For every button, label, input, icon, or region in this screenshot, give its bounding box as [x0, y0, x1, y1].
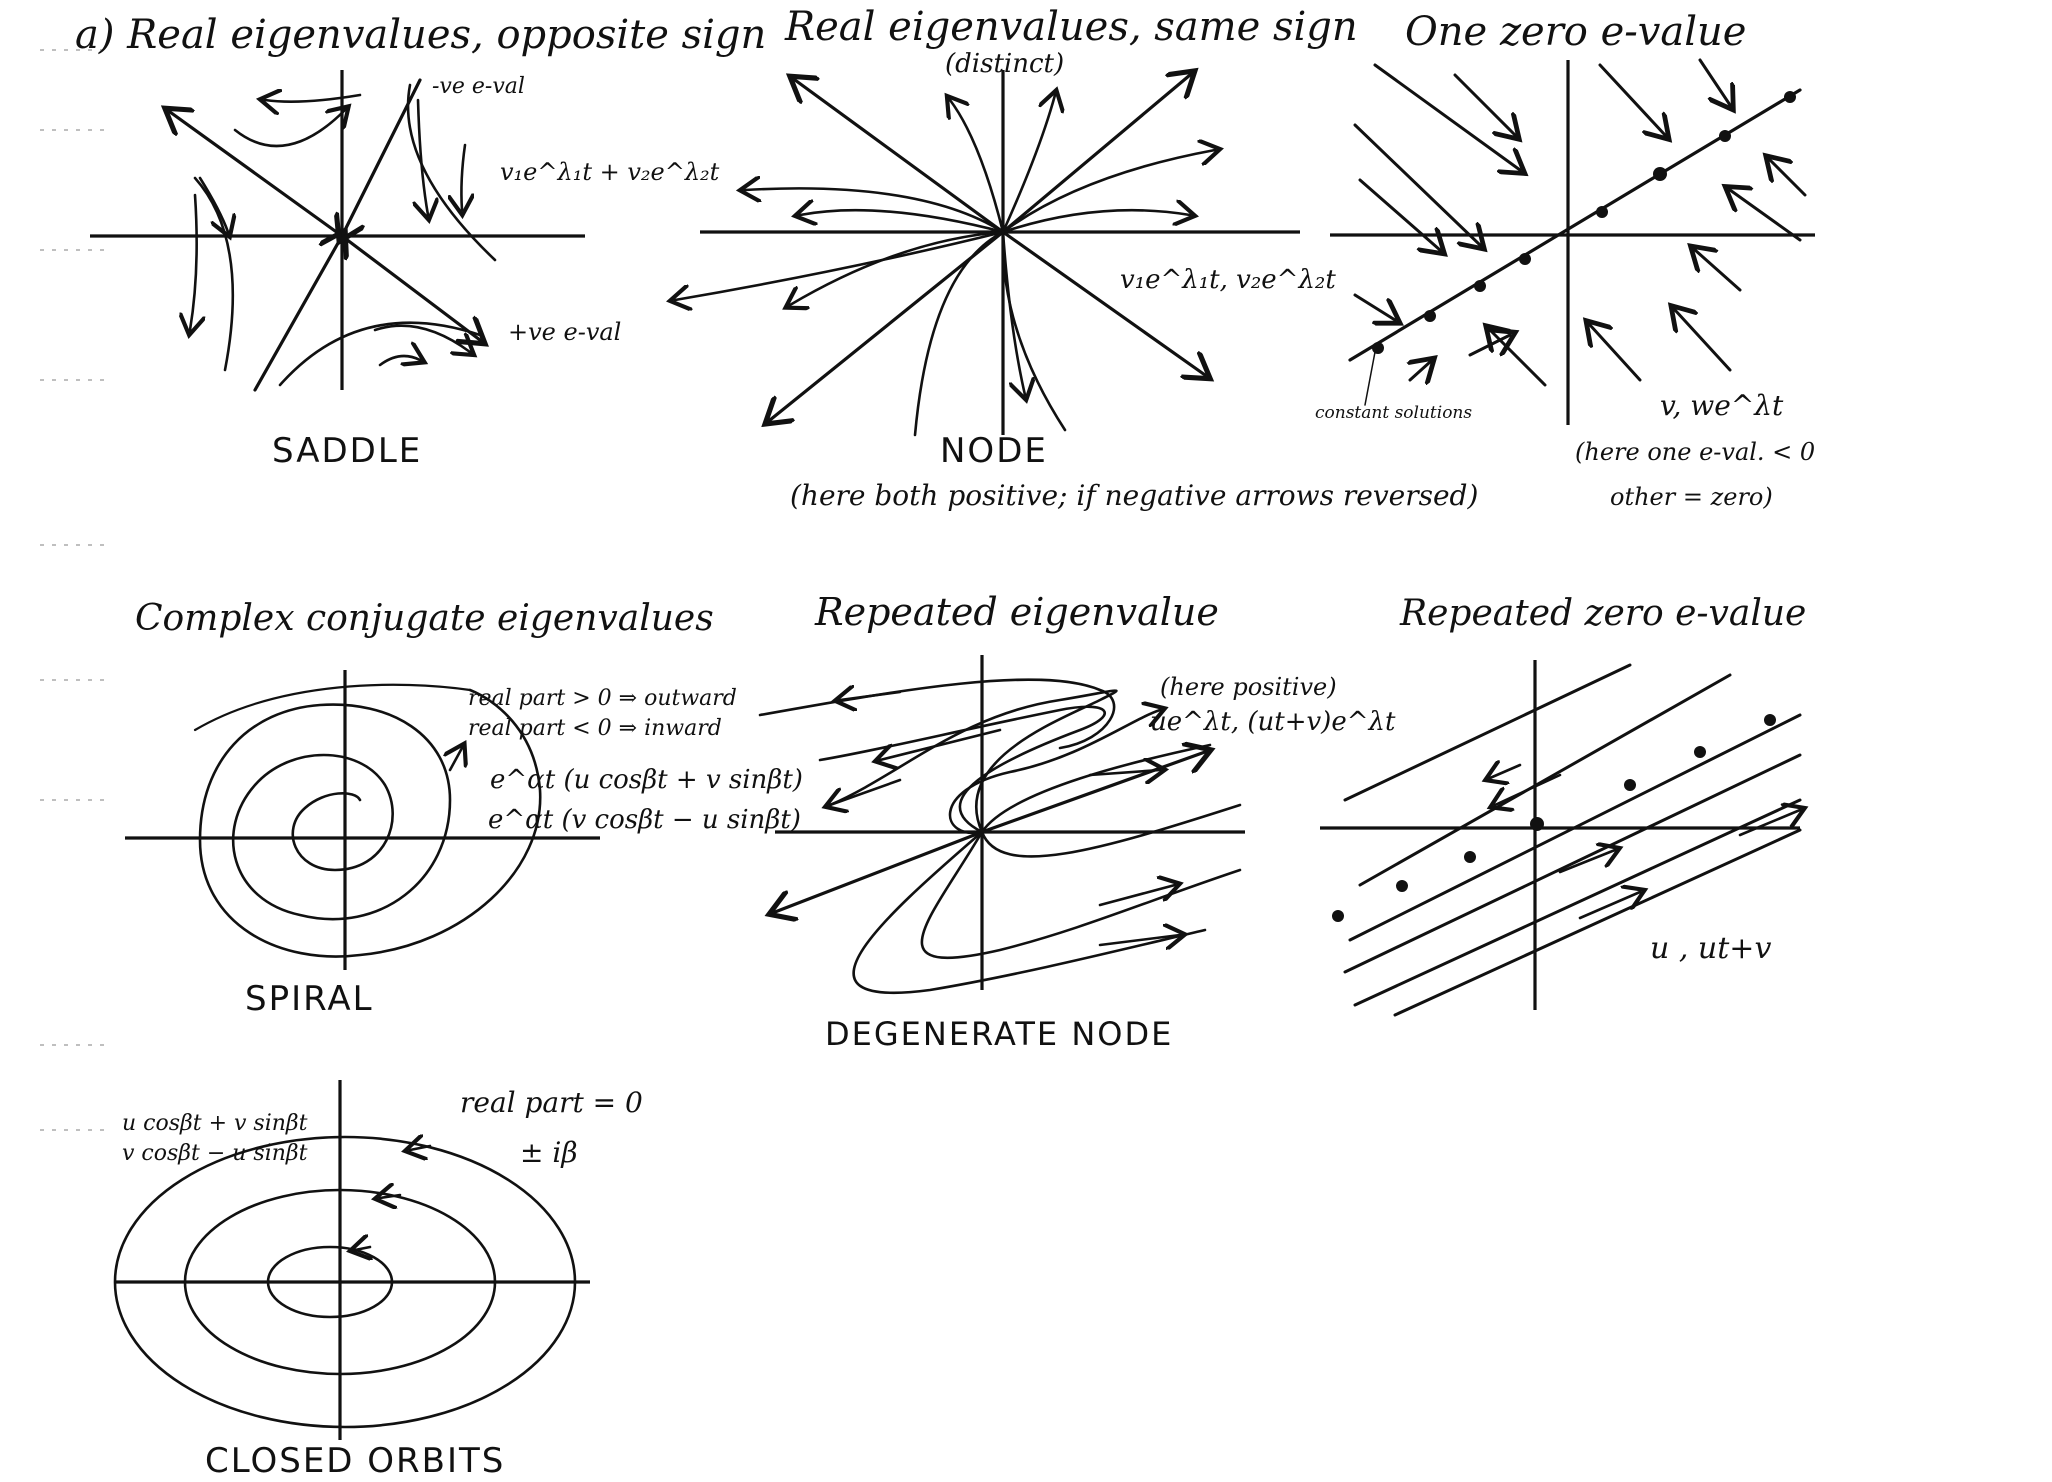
zero-note-2: other = zero)	[1610, 483, 1773, 511]
node-formula: v₁e^λ₁t, v₂e^λ₂t	[1120, 265, 1336, 295]
closed-orbits-panel: u cosβt + v sinβt v cosβt − u sinβt real…	[113, 1080, 643, 1481]
saddle-caption: SADDLE	[272, 431, 422, 471]
saddle-title: a) Real eigenvalues, opposite sign	[75, 12, 766, 58]
spiral-panel: Complex conjugate eigenvalues real part …	[125, 598, 803, 1019]
spiral-rule-out: real part > 0 ⇒ outward	[468, 686, 737, 711]
repeated-zero-panel: Repeated zero e-value	[1320, 593, 1806, 1017]
zero-constant-label: constant solutions	[1315, 403, 1472, 423]
zero-constant-line	[1348, 88, 1802, 362]
spiral-axes	[125, 670, 600, 970]
spiral-rule-in: real part < 0 ⇒ inward	[468, 716, 722, 741]
degenerate-panel: Repeated eigenvalue (here positive) ue^λ…	[758, 590, 1396, 1053]
repeated-zero-arrows	[1490, 765, 1800, 920]
spiral-faint-arc	[193, 683, 472, 732]
closed-orbits-axes	[115, 1080, 590, 1440]
closed-sol-2: v cosβt − u sinβt	[122, 1141, 308, 1166]
zero-panel: One zero e-value	[1315, 9, 1815, 511]
saddle-trajectories	[190, 83, 497, 387]
spiral-curve	[198, 688, 542, 958]
spiral-sol-1: e^αt (u cosβt + v sinβt)	[490, 765, 803, 795]
repeated-zero-formula: u , ut+v	[1650, 931, 1771, 966]
closed-eig: ± iβ	[520, 1136, 578, 1169]
degenerate-caption: DEGENERATE NODE	[825, 1015, 1173, 1053]
zero-axes	[1330, 60, 1815, 425]
closed-caption: CLOSED ORBITS	[205, 1441, 505, 1481]
node-trajectories	[675, 95, 1215, 437]
zero-note-1: (here one e-val. < 0	[1575, 438, 1815, 466]
degenerate-eigenline-out	[980, 752, 1205, 834]
node-note: (here both positive; if negative arrows …	[790, 479, 1478, 512]
degenerate-title: Repeated eigenvalue	[814, 590, 1219, 634]
degenerate-axes	[775, 655, 1245, 990]
saddle-neg-note: -ve e-val	[432, 74, 525, 99]
saddle-formula: v₁e^λ₁t + v₂e^λ₂t	[500, 158, 720, 186]
node-panel: Real eigenvalues, same sign (distinct) v…	[675, 4, 1478, 512]
zero-formula: v, we^λt	[1660, 389, 1784, 422]
margin-marks	[40, 49, 110, 1131]
closed-orbits-curves	[113, 1137, 577, 1429]
degenerate-eigenline-in	[775, 830, 984, 912]
zero-title: One zero e-value	[1405, 9, 1746, 55]
saddle-panel: a) Real eigenvalues, opposite sign -ve e…	[75, 12, 766, 471]
zero-constant-points	[1372, 91, 1796, 354]
repeated-zero-title: Repeated zero e-value	[1399, 593, 1806, 634]
spiral-caption: SPIRAL	[245, 979, 374, 1019]
degenerate-trajectories	[758, 678, 1242, 995]
node-eigenlines	[770, 75, 1205, 420]
node-axes	[700, 70, 1300, 435]
degenerate-formula: ue^λt, (ut+v)e^λt	[1150, 707, 1396, 737]
degenerate-note: (here positive)	[1160, 673, 1337, 701]
node-caption: NODE	[940, 431, 1048, 471]
spiral-arrow	[450, 748, 462, 772]
repeated-zero-lines	[1343, 663, 1802, 1017]
zero-label-pointer	[1364, 351, 1376, 406]
spiral-title: Complex conjugate eigenvalues	[135, 598, 714, 639]
closed-rule: real part = 0	[460, 1086, 643, 1119]
node-title: Real eigenvalues, same sign	[784, 4, 1358, 50]
zero-trajectories	[1353, 58, 1807, 387]
closed-sol-1: u cosβt + v sinβt	[122, 1111, 308, 1136]
spiral-sol-2: e^αt (v cosβt − u sinβt)	[488, 805, 801, 835]
saddle-pos-note: +ve e-val	[508, 318, 621, 346]
repeated-zero-points	[1332, 714, 1776, 922]
